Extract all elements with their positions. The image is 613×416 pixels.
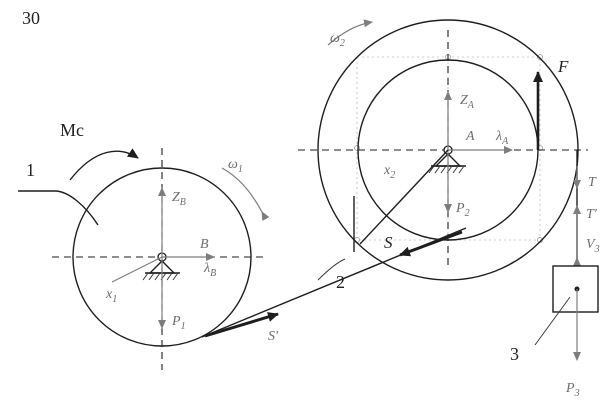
s-label: S [384, 233, 393, 252]
x2-axis-line [359, 149, 449, 245]
s-prime-label: S' [268, 329, 279, 344]
wheel-2 [298, 19, 588, 281]
wheel-2-ground-hatch [428, 165, 465, 174]
z-b-label: ZB [172, 190, 186, 208]
omega-2-label: ω2 [330, 31, 345, 49]
omega-2-arrow [327, 19, 373, 46]
x1-label: x1 [105, 287, 117, 305]
figure-number: 30 [22, 8, 40, 28]
body-1-label: 1 [26, 160, 35, 180]
lambda-a-label: λA [495, 129, 509, 147]
body-2-label: 2 [336, 272, 345, 292]
moment-label: Mc [60, 120, 84, 140]
s-vector [399, 230, 463, 257]
s-prime-vector [204, 312, 279, 338]
rope-and-load [552, 150, 599, 361]
v3-label: V3 [586, 237, 600, 255]
body-2-pointer [317, 258, 346, 281]
t-prime-label: T' [586, 207, 598, 222]
z-a-label: ZA [460, 93, 475, 111]
moment-arrow [69, 148, 139, 181]
body-3-label: 3 [510, 344, 519, 364]
x2-label: x2 [383, 163, 395, 181]
t-label: T [588, 175, 597, 190]
lambda-b-label: λB [203, 261, 216, 279]
wheel-1 [52, 148, 268, 370]
omega-1-label: ω1 [228, 157, 243, 175]
a-point-label: A [465, 129, 475, 144]
b-point-label: B [200, 237, 209, 252]
p1-label: P1 [171, 314, 186, 332]
belt [201, 227, 467, 338]
body-3-pointer [534, 296, 571, 346]
force-f-label: F [557, 57, 569, 76]
p3-label: P3 [565, 381, 580, 399]
body-1-pointer [18, 190, 99, 226]
p2-label: P2 [455, 201, 470, 219]
omega-1-arrow [221, 167, 270, 221]
wheel-1-ground-hatch [142, 272, 179, 281]
x1-axis-line [111, 256, 163, 283]
